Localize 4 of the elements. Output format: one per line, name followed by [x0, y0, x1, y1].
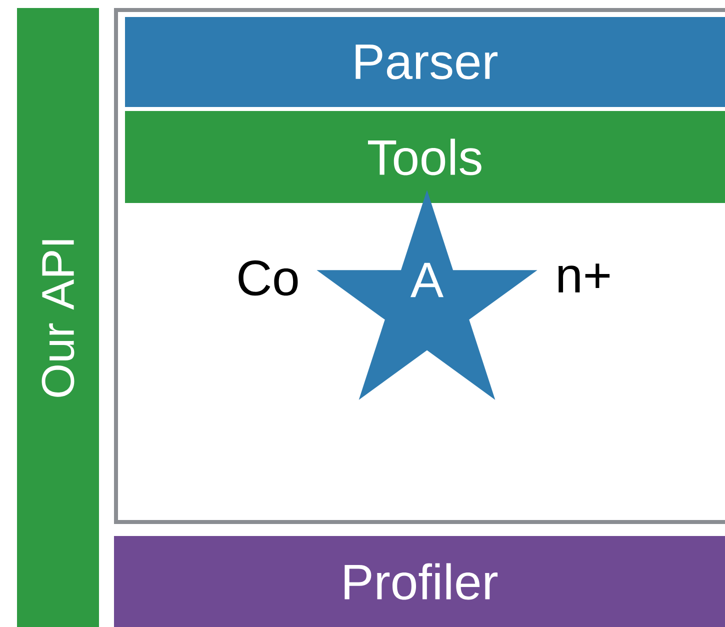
layer-bar: Profiler: [114, 536, 725, 627]
layer-bar: Tools: [125, 111, 725, 203]
layer-bar: Parser: [125, 17, 725, 107]
api-bar: Our API: [17, 8, 99, 627]
